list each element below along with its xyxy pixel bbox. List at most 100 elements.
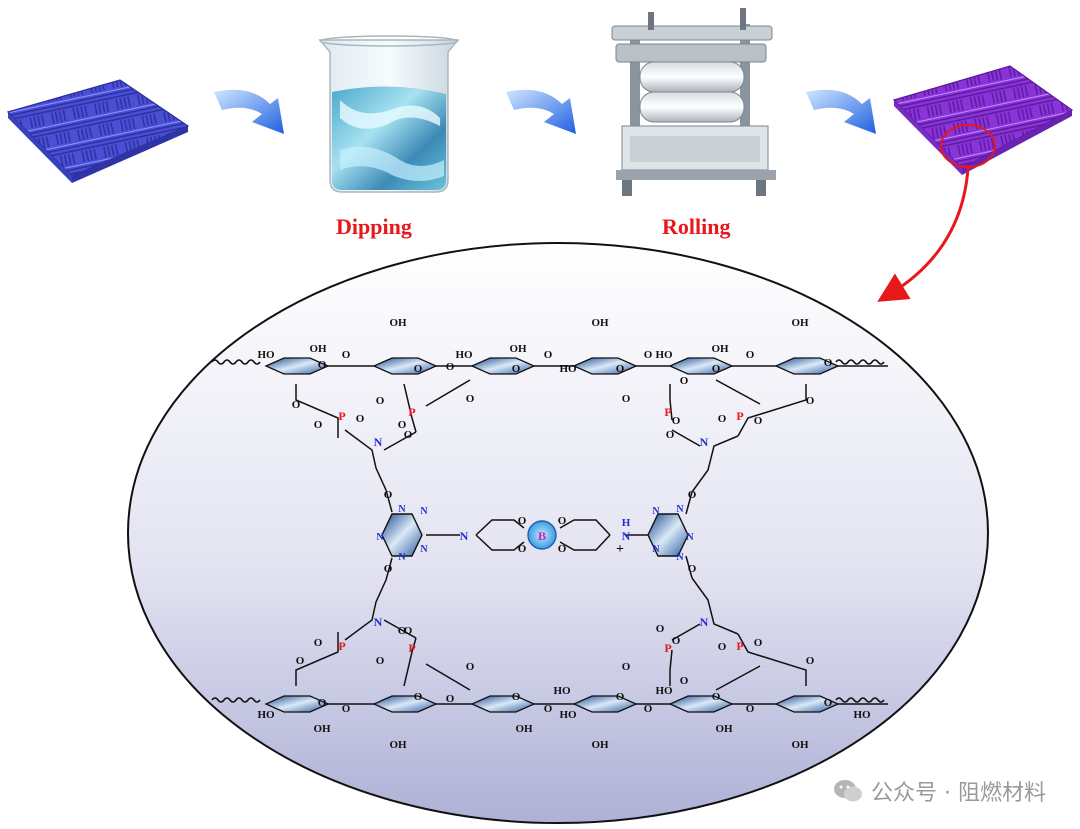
nitrogen-label: N	[374, 435, 383, 449]
hydroxyl-label: OH	[509, 343, 527, 355]
oxygen-label: O	[558, 515, 567, 527]
hydroxyl-label: OH	[313, 723, 331, 735]
oxygen-label: O	[672, 635, 681, 647]
phosphorus-label: P	[664, 405, 671, 419]
oxygen-label: O	[296, 655, 305, 667]
arrow-step-3	[806, 89, 876, 134]
dipping-label: Dipping	[336, 214, 412, 239]
arrow-step-1	[214, 89, 284, 134]
beaker-icon	[318, 35, 460, 193]
oxygen-label: O	[558, 543, 567, 555]
oxygen-label: O	[398, 419, 407, 431]
phosphorus-label: P	[408, 641, 415, 655]
hydroxyl-label: OH	[791, 739, 809, 751]
oxygen-label: O	[672, 415, 681, 427]
nitrogen-label: N	[676, 552, 684, 563]
nitrogen-label: N	[652, 544, 660, 555]
glucose-ring	[372, 357, 438, 375]
glucose-ring	[572, 357, 638, 375]
hydroxyl-label: HO	[455, 349, 473, 361]
nitrogen-label: N	[622, 529, 631, 543]
oxygen-label: O	[466, 661, 475, 673]
glucose-ring	[572, 695, 638, 713]
glucose-ring	[264, 695, 330, 713]
oxygen-label: O	[688, 563, 697, 575]
oxygen-label: O	[656, 623, 665, 635]
oxygen-label: O	[712, 363, 721, 375]
phosphorus-label: P	[736, 639, 743, 653]
oxygen-label: O	[384, 563, 393, 575]
hydroxyl-label: OH	[389, 317, 407, 329]
hydroxyl-label: HO	[655, 349, 673, 361]
hydroxyl-label: OH	[389, 739, 407, 751]
nitrogen-label: N	[420, 544, 428, 555]
charge-label: +	[616, 542, 624, 557]
nitrogen-label: N	[374, 615, 383, 629]
nitrogen-label: N	[686, 532, 694, 543]
hydroxyl-label: OH	[715, 723, 733, 735]
glucose-ring	[470, 357, 536, 375]
molecular-zoom-ellipse	[127, 242, 989, 824]
magnify-circle	[940, 124, 996, 168]
phosphorus-label: P	[338, 409, 345, 423]
hydroxyl-label: HO	[655, 685, 673, 697]
roller-machine-icon	[611, 8, 776, 196]
oxygen-label: O	[712, 691, 721, 703]
nitrogen-label: N	[376, 532, 384, 543]
oxygen-label: O	[754, 637, 763, 649]
glucose-ring	[264, 357, 330, 375]
watermark-text: 公众号 · 阻燃材料	[871, 781, 1046, 806]
oxygen-label: O	[666, 429, 675, 441]
watermark: 公众号 · 阻燃材料	[833, 775, 1046, 807]
oxygen-label: O	[292, 399, 301, 411]
oxygen-label: O	[824, 697, 833, 709]
oxygen-label: O	[398, 625, 407, 637]
oxygen-label: O	[318, 697, 327, 709]
oxygen-label: O	[356, 413, 365, 425]
oxygen-label: O	[644, 349, 653, 361]
nitrogen-label: N	[398, 552, 406, 563]
oxygen-label: O	[376, 395, 385, 407]
triazine-ring-right	[647, 513, 689, 557]
hydroxyl-label: OH	[591, 317, 609, 329]
phosphorus-label: P	[408, 405, 415, 419]
hydroxyl-label: OH	[309, 343, 327, 355]
glucose-ring	[668, 695, 734, 713]
oxygen-label: O	[414, 363, 423, 375]
oxygen-label: O	[746, 703, 755, 715]
arrow-step-2	[506, 89, 576, 134]
zoom-arrow	[877, 167, 970, 302]
hydroxyl-label: OH	[591, 739, 609, 751]
hydroxyl-label: HO	[559, 709, 577, 721]
oxygen-label: O	[616, 363, 625, 375]
phosphorus-label: P	[736, 409, 743, 423]
nitrogen-label: N	[460, 529, 469, 543]
fabric-treated	[892, 65, 1074, 175]
glucose-ring	[774, 357, 840, 375]
oxygen-label: O	[342, 703, 351, 715]
glucose-ring	[372, 695, 438, 713]
glucose-ring	[668, 357, 734, 375]
phosphorus-label: P	[664, 641, 671, 655]
oxygen-label: O	[384, 489, 393, 501]
oxygen-label: O	[680, 675, 689, 687]
oxygen-label: O	[622, 661, 631, 673]
oxygen-label: O	[376, 655, 385, 667]
phosphorus-label: P	[338, 639, 345, 653]
oxygen-label: O	[754, 415, 763, 427]
fabric-untreated	[6, 79, 190, 183]
hydroxyl-label: HO	[559, 363, 577, 375]
oxygen-label: O	[718, 413, 727, 425]
oxygen-label: O	[512, 691, 521, 703]
oxygen-label: O	[746, 349, 755, 361]
hydroxyl-label: HO	[257, 349, 275, 361]
oxygen-label: O	[544, 703, 553, 715]
oxygen-label: O	[466, 393, 475, 405]
hydroxyl-label: OH	[515, 723, 533, 735]
boron-center	[527, 520, 557, 550]
nitrogen-label: N	[652, 506, 660, 517]
oxygen-label: O	[446, 693, 455, 705]
glucose-ring	[470, 695, 536, 713]
oxygen-label: O	[314, 419, 323, 431]
